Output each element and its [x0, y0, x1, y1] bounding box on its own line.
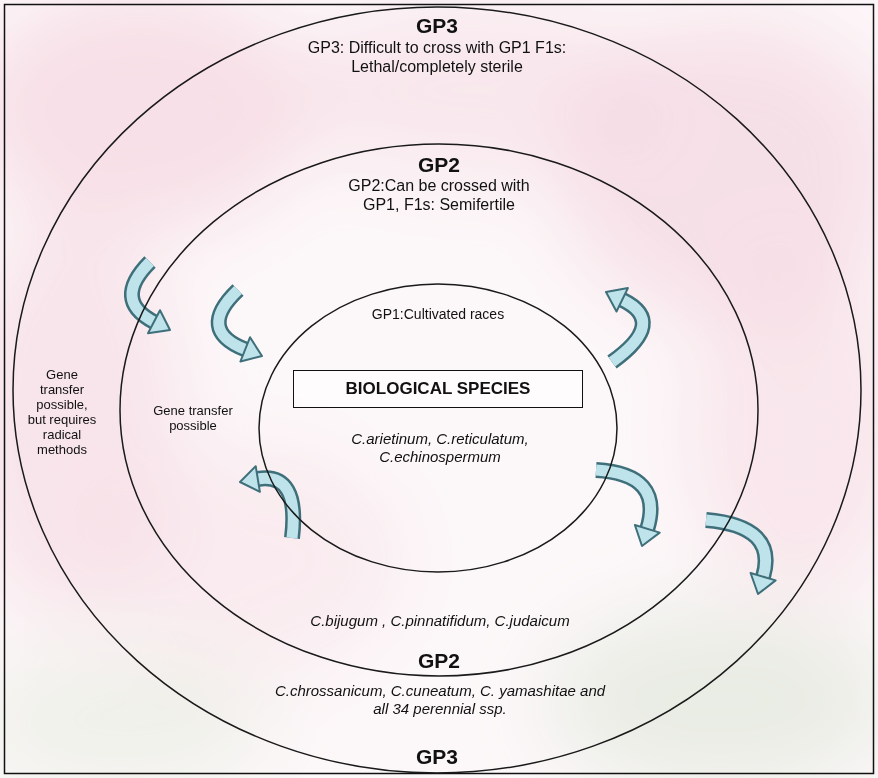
pool-description: GP1:Cultivated races [338, 306, 538, 323]
arrow-band-outline [219, 290, 246, 349]
picture-frame [5, 5, 874, 774]
arrow-band [596, 470, 651, 529]
species-list: C.chrossanicum, C.cuneatum, C. yamashita… [270, 682, 610, 718]
arrow-band [219, 290, 246, 349]
box-title: BIOLOGICAL SPECIES [346, 379, 531, 399]
arrow-head [751, 573, 776, 594]
gene-transfer-arrow [606, 288, 643, 362]
arrow-band-outline [596, 470, 651, 529]
arrow-band-outline [706, 520, 766, 577]
arrow-band [132, 262, 154, 322]
pool-heading: GP2 [399, 152, 479, 177]
pool-description: GP2:Can be crossed with GP1, F1s: Semife… [329, 176, 549, 214]
pool-heading: GP2 [399, 648, 479, 673]
ellipse-outline-svg [258, 283, 618, 573]
arrow-head [606, 288, 628, 311]
pool-heading: GP3 [397, 13, 477, 38]
arrow-head [240, 337, 262, 361]
gene-pool-ellipse: GP3GP3: Difficult to cross with GP1 F1s:… [12, 6, 862, 774]
species-list: C.arietinum, C.reticulatum, C.echinosper… [325, 430, 555, 466]
arrow-head [635, 525, 660, 546]
arrow-band-outline [132, 262, 154, 322]
arrow-head [240, 466, 260, 492]
pool-heading: GP3 [397, 744, 477, 769]
gene-transfer-note: Gene transfer possible, but requires rad… [26, 368, 98, 458]
arrow-head [148, 310, 170, 333]
gene-pool-ellipse: GP2GP2:Can be crossed with GP1, F1s: Sem… [119, 143, 759, 677]
ellipse-outline [259, 284, 617, 572]
gene-transfer-arrow [219, 290, 262, 362]
species-box: BIOLOGICAL SPECIES [293, 370, 583, 408]
species-list: C.bijugum , C.pinnatifidum, C.judaicum [270, 612, 610, 630]
gene-pool-ellipse: GP1:Cultivated racesC.arietinum, C.retic… [258, 283, 618, 573]
pool-description: GP3: Difficult to cross with GP1 F1s: Le… [292, 38, 582, 76]
gene-transfer-arrow [596, 470, 660, 546]
gene-transfer-arrow [706, 520, 776, 594]
ellipse-outline [120, 144, 758, 676]
arrow-band [706, 520, 766, 577]
gene-transfer-note: Gene transfer possible [143, 404, 243, 434]
ellipse-outline [13, 7, 861, 773]
